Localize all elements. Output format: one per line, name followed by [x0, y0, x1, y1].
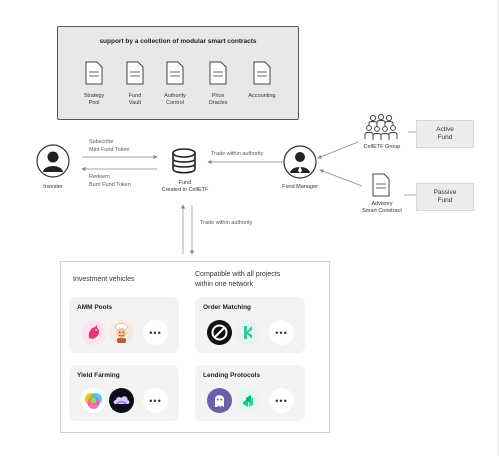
investor-label: Invester — [43, 184, 63, 190]
group-icon — [364, 113, 398, 140]
compound-icon — [235, 388, 260, 413]
investment-vehicles-heading: Investment vehicles — [73, 276, 135, 283]
fund-node — [171, 148, 197, 179]
trade-label-down: Trade within authority — [200, 220, 253, 226]
card-title: Yield Farming — [77, 372, 120, 379]
smart-contracts-box: support by a collection of modular smart… — [57, 26, 299, 120]
more-icon[interactable]: ••• — [143, 388, 168, 413]
card-title: AMM Pools — [77, 304, 113, 311]
trade-label-top: Trade within authority — [211, 151, 264, 157]
advisory-node — [372, 173, 390, 202]
advisory-to-manager-arrow — [319, 169, 363, 187]
document-icon — [166, 61, 184, 85]
uniswap-icon — [81, 320, 106, 345]
card-title: Order Matching — [203, 304, 252, 311]
yield-farming-card[interactable]: Yield Farming ••• — [69, 365, 179, 421]
document-icon — [253, 61, 271, 85]
document-icon — [209, 61, 227, 85]
module-label: Accounting — [248, 93, 276, 99]
order-matching-card[interactable]: Order Matching ••• — [195, 297, 305, 353]
yearn-rainbow-icon — [81, 388, 106, 413]
database-icon — [172, 148, 196, 174]
investor-node — [36, 144, 70, 183]
module-accounting: Accounting — [240, 61, 284, 100]
group-label: CellETF Group — [363, 144, 401, 150]
cloud-protocol-icon — [109, 388, 134, 413]
businessman-icon — [283, 145, 317, 179]
more-icon[interactable]: ••• — [269, 320, 294, 345]
group-to-manager-arrow — [317, 141, 359, 159]
ghost-icon — [207, 388, 232, 413]
group-node — [364, 113, 398, 146]
document-icon — [85, 61, 103, 85]
more-icon[interactable]: ••• — [143, 320, 168, 345]
redeem-label: Redeem — [89, 174, 110, 180]
card-title: Lending Protocols — [203, 372, 261, 379]
smart-contracts-title: support by a collection of modular smart… — [99, 38, 257, 45]
mint-label: Mint Fund Token — [89, 147, 130, 153]
sushiswap-chef-icon — [109, 320, 134, 345]
document-icon — [372, 173, 390, 197]
burn-label: Burn Fund Token — [89, 182, 131, 188]
subscribe-label: Subscribe — [89, 139, 114, 145]
manager-label: Fund Manager — [282, 184, 318, 190]
document-icon — [126, 61, 144, 85]
user-icon — [36, 144, 70, 178]
zerox-icon — [207, 320, 232, 345]
amm-pools-card[interactable]: AMM Pools ••• — [69, 297, 179, 353]
kyber-icon — [235, 320, 260, 345]
more-icon[interactable]: ••• — [269, 388, 294, 413]
lending-protocols-card[interactable]: Lending Protocols ••• — [195, 365, 305, 421]
investment-panel: Investment vehicles Compatible with all … — [60, 261, 330, 433]
manager-node — [283, 145, 317, 184]
